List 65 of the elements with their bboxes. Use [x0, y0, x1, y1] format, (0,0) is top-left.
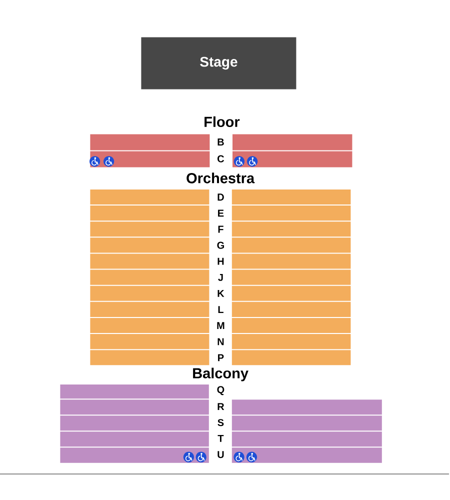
seat-row — [60, 416, 209, 431]
row-letter: G — [217, 242, 224, 249]
seat-row — [232, 400, 382, 415]
seat-row — [232, 270, 351, 285]
row-letter: R — [218, 403, 224, 410]
wheelchair-icon — [104, 156, 114, 167]
seat-row — [232, 416, 382, 431]
row-letter: L — [218, 306, 224, 313]
row-letter: T — [218, 434, 224, 442]
row-letter: S — [218, 419, 224, 426]
row-letter: B — [218, 138, 224, 146]
stage-box: Stage — [141, 37, 296, 90]
seat-row — [60, 384, 209, 399]
seat-row — [90, 302, 210, 317]
seat-row — [232, 318, 351, 334]
row-letter: C — [218, 155, 224, 162]
seat-row — [232, 134, 352, 150]
wheelchair-icon — [246, 452, 257, 462]
section-label: Floor — [204, 116, 240, 128]
seat-row — [232, 448, 382, 463]
seat-row — [90, 238, 210, 253]
seat-row — [90, 254, 210, 269]
seat-row — [232, 151, 352, 168]
wheelchair-icon — [90, 156, 100, 167]
seat-row — [90, 270, 210, 285]
row-letter: Q — [217, 386, 224, 396]
seat-row — [60, 432, 209, 447]
row-letter: U — [218, 451, 224, 458]
seat-row — [90, 151, 210, 168]
seat-row — [232, 238, 351, 253]
wheelchair-icon — [196, 452, 206, 462]
seat-row — [90, 222, 210, 237]
seat-row — [90, 286, 210, 301]
seat-row — [60, 448, 209, 463]
row-letter: J — [218, 274, 223, 281]
row-letter: F — [218, 226, 224, 233]
row-letter: K — [218, 290, 224, 297]
row-letter: H — [218, 258, 224, 265]
section-label: Balcony — [193, 368, 248, 382]
seat-row — [232, 206, 351, 221]
seat-row — [232, 190, 351, 205]
seat-row — [232, 302, 351, 317]
wheelchair-icon — [234, 452, 244, 462]
seat-row — [232, 334, 351, 350]
seat-row — [90, 334, 210, 350]
row-letter: M — [217, 322, 224, 330]
row-letter: D — [218, 194, 224, 201]
wheelchair-icon — [234, 156, 244, 167]
seat-row — [232, 222, 351, 237]
row-letter: P — [218, 354, 224, 362]
seat-row — [232, 432, 382, 447]
section-label: Orchestra — [186, 172, 255, 184]
seat-row — [90, 318, 210, 334]
seat-row — [232, 254, 351, 269]
seat-row — [60, 400, 209, 415]
seat-row — [90, 190, 210, 205]
row-letter: N — [218, 338, 224, 346]
seat-row — [232, 350, 351, 366]
wheelchair-icon — [183, 452, 194, 462]
seat-row — [232, 286, 351, 301]
seat-row — [90, 134, 210, 150]
seat-row — [90, 206, 210, 221]
wheelchair-icon — [247, 156, 258, 167]
seat-row — [90, 350, 210, 366]
row-letter: E — [218, 210, 224, 217]
